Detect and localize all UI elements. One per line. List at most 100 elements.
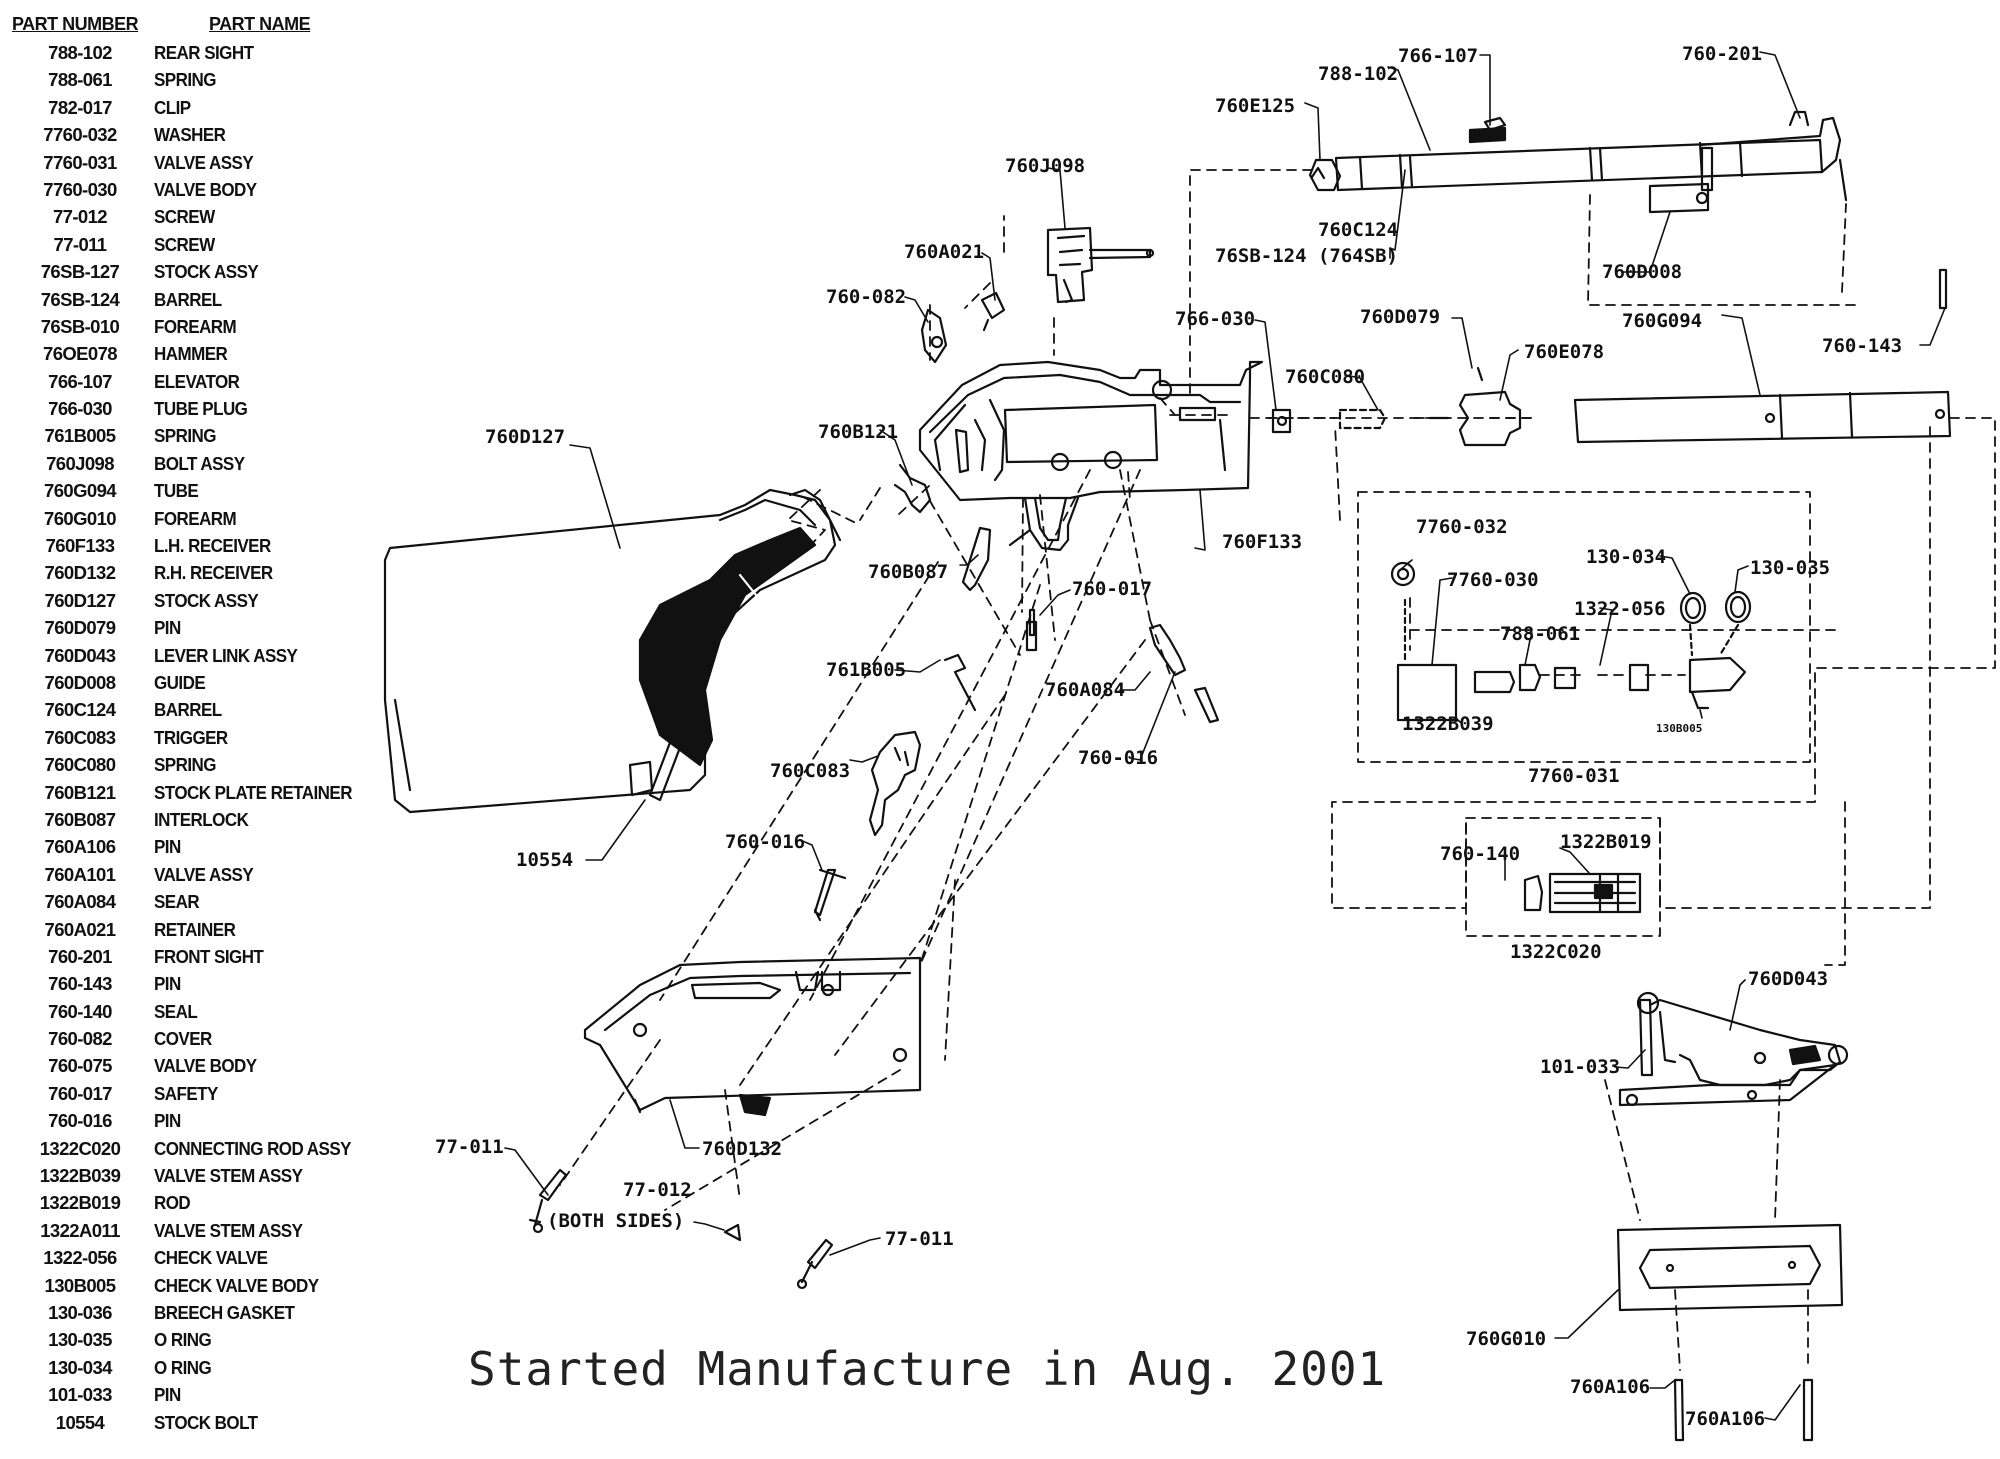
label-130-034: 130-034 <box>1586 546 1666 568</box>
part-name-cell: GUIDE <box>154 671 206 693</box>
parts-row: 1322B019 ROD <box>6 1192 366 1219</box>
part-name-cell: O RING <box>154 1329 212 1351</box>
part-number-cell: 7760-031 <box>43 151 117 173</box>
part-number-cell: 760B087 <box>44 808 117 830</box>
part-name-cell: RETAINER <box>154 918 236 940</box>
label-10554: 10554 <box>516 849 573 871</box>
label-760E078: 760E078 <box>1524 341 1604 363</box>
label-760-016-left: 760-016 <box>725 831 805 853</box>
valve-assembly-box <box>1357 491 1811 763</box>
part-name-cell: FOREARM <box>154 507 237 529</box>
part-name-cell: SCREW <box>154 206 215 228</box>
part-name-cell: STOCK BOLT <box>154 1411 258 1433</box>
part-name-cell: ROD <box>154 1192 191 1214</box>
part-name-cell: SCREW <box>154 233 215 255</box>
part-number-header: PART NUMBER <box>12 14 139 34</box>
part-number-cell: 760F133 <box>45 535 115 557</box>
part-name-cell: TUBE <box>154 480 199 502</box>
label-77-011-right: 77-011 <box>885 1228 954 1250</box>
part-name-cell: WASHER <box>154 124 226 146</box>
part-number-cell: 1322-056 <box>43 1247 117 1269</box>
part-name-cell: SPRING <box>154 425 217 447</box>
part-number-cell: 130-036 <box>48 1301 112 1323</box>
label-130-035: 130-035 <box>1750 557 1830 579</box>
part-name-cell: BARREL <box>154 699 222 721</box>
part-number-cell: 1322A011 <box>40 1219 120 1241</box>
part-number-cell: 760A021 <box>44 918 117 940</box>
callout-labels: 760E125 788-102 766-107 760-201 760C124 … <box>435 43 1902 1430</box>
part-number-cell: 77-012 <box>52 206 108 228</box>
part-number-cell: 782-017 <box>48 96 112 118</box>
part-name-cell: R.H. RECEIVER <box>154 562 273 584</box>
part-name-cell: PIN <box>154 836 181 858</box>
label-76SB-124: 76SB-124 (764SB) <box>1215 245 1398 267</box>
rh-receiver <box>583 956 922 1117</box>
parts-row: 760D132 R.H. RECEIVER <box>6 562 366 589</box>
part-name-cell: CHECK VALVE <box>154 1247 268 1269</box>
label-760F133: 760F133 <box>1222 531 1302 553</box>
pins-760a106 <box>1673 1378 1814 1442</box>
leader-lines <box>504 51 1946 1421</box>
part-name-cell: BOLT ASSY <box>154 452 245 474</box>
part-number-cell: 76OE078 <box>43 343 118 365</box>
part-name-cell: CHECK VALVE BODY <box>154 1274 319 1296</box>
part-number-cell: 1322B019 <box>39 1192 121 1214</box>
part-number-cell: 760-016 <box>48 1110 112 1132</box>
label-760C083: 760C083 <box>770 760 850 782</box>
parts-row: 1322A011 VALVE STEM ASSY <box>6 1220 366 1247</box>
part-name-cell: FOREARM <box>154 315 237 337</box>
part-number-cell: 760D127 <box>44 589 117 611</box>
label-1322B039: 1322B039 <box>1402 713 1494 735</box>
label-760-016-right: 760-016 <box>1078 747 1158 769</box>
parts-row: 760A021 RETAINER <box>6 919 366 946</box>
lh-receiver <box>918 360 1264 552</box>
label-101-033: 101-033 <box>1540 1056 1620 1078</box>
part-name-cell: VALVE STEM ASSY <box>154 1219 303 1241</box>
part-number-cell: 101-033 <box>48 1384 112 1406</box>
parts-row: 7760-030 VALVE BODY <box>6 179 366 206</box>
part-name-cell: VALVE BODY <box>154 178 257 200</box>
part-name-cell: HAMMER <box>154 343 228 365</box>
part-number-cell: 7760-030 <box>43 178 117 200</box>
part-number-cell: 760A101 <box>44 863 117 885</box>
label-760D043: 760D043 <box>1748 968 1828 990</box>
parts-row: 1322-056 CHECK VALVE <box>6 1247 366 1274</box>
label-7760-030: 7760-030 <box>1447 569 1539 591</box>
label-760E125: 760E125 <box>1215 95 1295 117</box>
part-name-cell: STOCK PLATE RETAINER <box>154 781 352 803</box>
part-name-cell: VALVE ASSY <box>154 863 254 885</box>
label-7760-032: 7760-032 <box>1416 516 1508 538</box>
part-name-cell: COVER <box>154 1028 212 1050</box>
label-760C124: 760C124 <box>1318 219 1398 241</box>
label-760A106-left: 760A106 <box>1570 1376 1650 1398</box>
part-number-cell: 760D132 <box>44 562 117 584</box>
label-1322C020: 1322C020 <box>1510 941 1602 963</box>
part-name-cell: SAFETY <box>154 1082 218 1104</box>
label-7760-031: 7760-031 <box>1528 765 1620 787</box>
part-name-cell: PIN <box>154 617 181 639</box>
part-number-cell: 788-102 <box>48 42 112 63</box>
dashed-connector-lines <box>559 169 1996 1371</box>
forearm <box>1616 1223 1844 1312</box>
label-760A021: 760A021 <box>904 241 984 263</box>
label-766-107: 766-107 <box>1398 45 1478 67</box>
part-name-cell: BREECH GASKET <box>154 1301 295 1323</box>
part-number-cell: 760-143 <box>48 973 112 995</box>
label-760D008: 760D008 <box>1602 261 1682 283</box>
part-number-cell: 130B005 <box>44 1274 117 1296</box>
